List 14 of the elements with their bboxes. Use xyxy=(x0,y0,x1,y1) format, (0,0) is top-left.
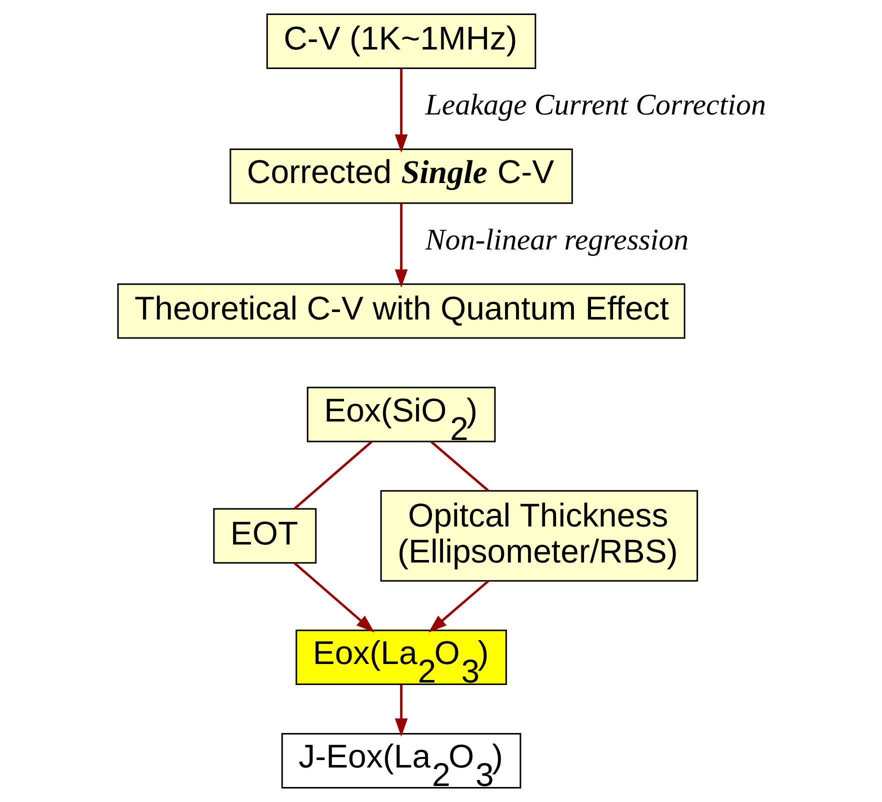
node-box: Theoretical C-V with Quantum Effect xyxy=(117,283,686,339)
arrow xyxy=(394,68,408,153)
connector xyxy=(430,440,489,492)
arrow xyxy=(428,580,489,632)
edge-label: Leakage Current Correction xyxy=(425,88,766,122)
arrow xyxy=(394,204,408,288)
edge-label: Non-linear regression xyxy=(425,224,689,257)
arrow xyxy=(294,562,374,633)
connector xyxy=(294,440,372,510)
arrow xyxy=(394,684,408,737)
node-box: EOT xyxy=(213,508,317,564)
node-box: Opitcal Thickness (Ellipsometer/RBS) xyxy=(380,490,698,582)
node-box: Corrected Single C-V xyxy=(230,148,573,204)
node-box: C-V (1K~1MHz) xyxy=(266,14,536,69)
